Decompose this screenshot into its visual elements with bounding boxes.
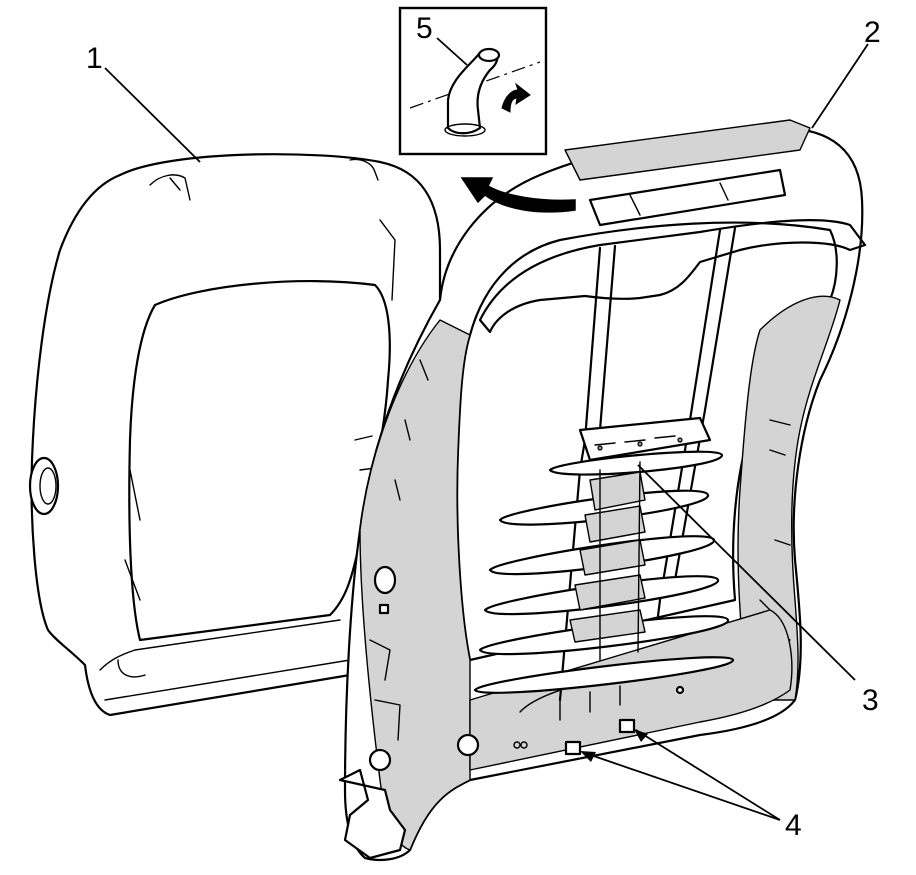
inset-box — [398, 6, 548, 156]
fastener-left — [564, 740, 582, 756]
callout-2: 2 — [864, 16, 881, 49]
seat-back-pad — [28, 153, 442, 717]
fastener-right — [618, 718, 636, 734]
callout-4: 4 — [785, 809, 802, 842]
callout-3: 3 — [862, 684, 879, 717]
pointer-arrow — [460, 177, 576, 213]
wire-suspension — [473, 219, 867, 702]
callout-1: 1 — [86, 42, 103, 75]
leader-lines — [104, 37, 869, 821]
callout-5: 5 — [416, 12, 433, 45]
